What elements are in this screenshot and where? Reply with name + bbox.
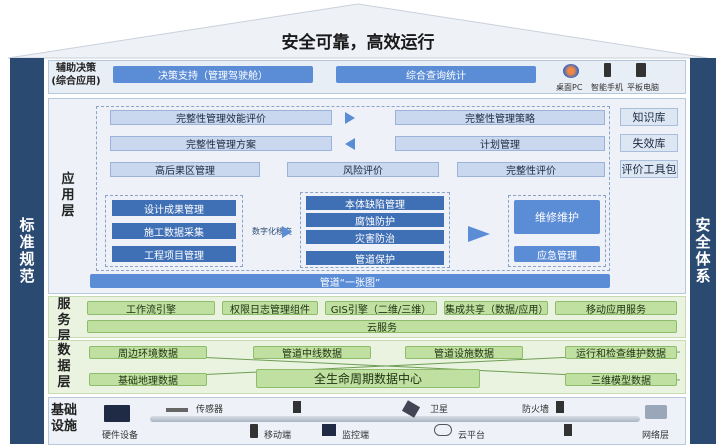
device-icon <box>293 401 301 413</box>
service-label: 服务层 <box>57 297 71 344</box>
sensor-icon <box>166 408 188 412</box>
hca-box: 高后果区管理 <box>110 162 260 177</box>
mobile-icon <box>250 424 258 438</box>
service-item: 权限日志管理组件 <box>222 301 318 316</box>
base-item-label: 监控端 <box>342 431 370 441</box>
right-group-frame <box>508 195 606 267</box>
service-item: 集成共享（数据/应用） <box>444 301 548 316</box>
service-item: 工作流引擎 <box>87 301 215 316</box>
tablet-icon <box>636 63 646 77</box>
base-item-label: 移动端 <box>264 431 292 441</box>
plan-mgmt-box: 计划管理 <box>395 136 605 151</box>
corrosion-box: 腐蚀防护 <box>306 213 444 228</box>
project-box: 工程项目管理 <box>112 246 236 262</box>
data-item: 管道设施数据 <box>405 346 523 360</box>
cloud-service-box: 云服务 <box>87 320 677 334</box>
arrow-right <box>468 226 490 242</box>
base-item-label: 云平台 <box>458 431 486 441</box>
monitor-icon <box>322 424 336 436</box>
eff-eval-box: 完整性管理效能评价 <box>110 110 332 125</box>
strategy-box: 完整性管理策略 <box>395 110 605 125</box>
firewall-icon <box>556 401 564 413</box>
data-item: 三维模型数据 <box>565 373 677 387</box>
phone-icon <box>604 63 611 77</box>
base-item-label: 硬件设备 <box>102 431 139 441</box>
toolkit-box: 评价工具包 <box>620 160 678 178</box>
pipeline-map-box: 管道“一张图” <box>90 274 610 289</box>
data-item: 管道中线数据 <box>253 346 371 360</box>
data-center-box: 全生命周期数据中心 <box>256 369 480 388</box>
base-item-label: 防火墙 <box>522 405 550 415</box>
device-label: 桌面PC <box>556 83 583 92</box>
construction-box: 施工数据采集 <box>112 223 236 239</box>
data-item: 基础地理数据 <box>89 373 207 387</box>
left-pillar: 标准规范 <box>10 58 44 444</box>
design-box: 设计成果管理 <box>112 200 236 216</box>
roof-shape <box>7 3 709 59</box>
network-icon <box>645 405 667 419</box>
integrity-eval-box: 完整性评价 <box>457 162 605 177</box>
data-item: 运行和检查维护数据 <box>565 346 677 360</box>
pc-icon <box>563 64 579 78</box>
risk-eval-box: 风险评价 <box>287 162 439 177</box>
arrow-left <box>345 138 355 150</box>
knowledge-box: 知识库 <box>620 108 678 126</box>
failure-box: 失效库 <box>620 134 678 152</box>
page-title: 安全可靠，高效运行 <box>281 33 435 53</box>
mid-group-frame <box>300 192 450 268</box>
cloud-icon <box>434 424 452 436</box>
left-pillar-label: 标准规范 <box>17 217 36 285</box>
data-item: 周边环境数据 <box>89 346 207 360</box>
emergency-box: 应急管理 <box>514 246 600 262</box>
decision-support-box: 决策支持（管理驾驶舱） <box>113 66 313 83</box>
app-label: 应用层 <box>61 172 75 219</box>
digitize-label: 数字化移交 <box>252 226 292 236</box>
left-group-frame <box>105 195 243 267</box>
app-dashed-frame <box>96 106 610 271</box>
base-item-label: 网络层 <box>642 431 670 441</box>
arrow-right <box>282 226 292 238</box>
base-label: 基础设施 <box>50 403 77 434</box>
service-item: 移动应用服务 <box>555 301 677 316</box>
plan-scheme-box: 完整性管理方案 <box>110 136 332 151</box>
defect-box: 本体缺陷管理 <box>306 196 444 211</box>
data-label: 数据层 <box>57 343 71 390</box>
right-pillar: 安全体系 <box>690 58 716 444</box>
device-label: 平板电脑 <box>627 83 659 92</box>
service-item: GIS引擎（二维/三维） <box>325 301 437 316</box>
protection-box: 管道保护 <box>306 251 444 266</box>
hardware-icon <box>104 405 130 422</box>
device-label: 智能手机 <box>591 83 623 92</box>
right-pillar-label: 安全体系 <box>693 217 712 285</box>
query-stats-box: 综合查询统计 <box>336 66 536 83</box>
disaster-box: 灾害防治 <box>306 230 444 245</box>
network-bar <box>150 416 640 422</box>
maintain-box: 维修维护 <box>514 200 600 234</box>
terminal-icon <box>564 424 572 436</box>
aux-label: 辅助决策(综合应用) <box>51 63 101 87</box>
base-item-label: 传感器 <box>196 405 224 415</box>
base-item-label: 卫星 <box>430 405 449 415</box>
arrow-right <box>345 112 355 124</box>
